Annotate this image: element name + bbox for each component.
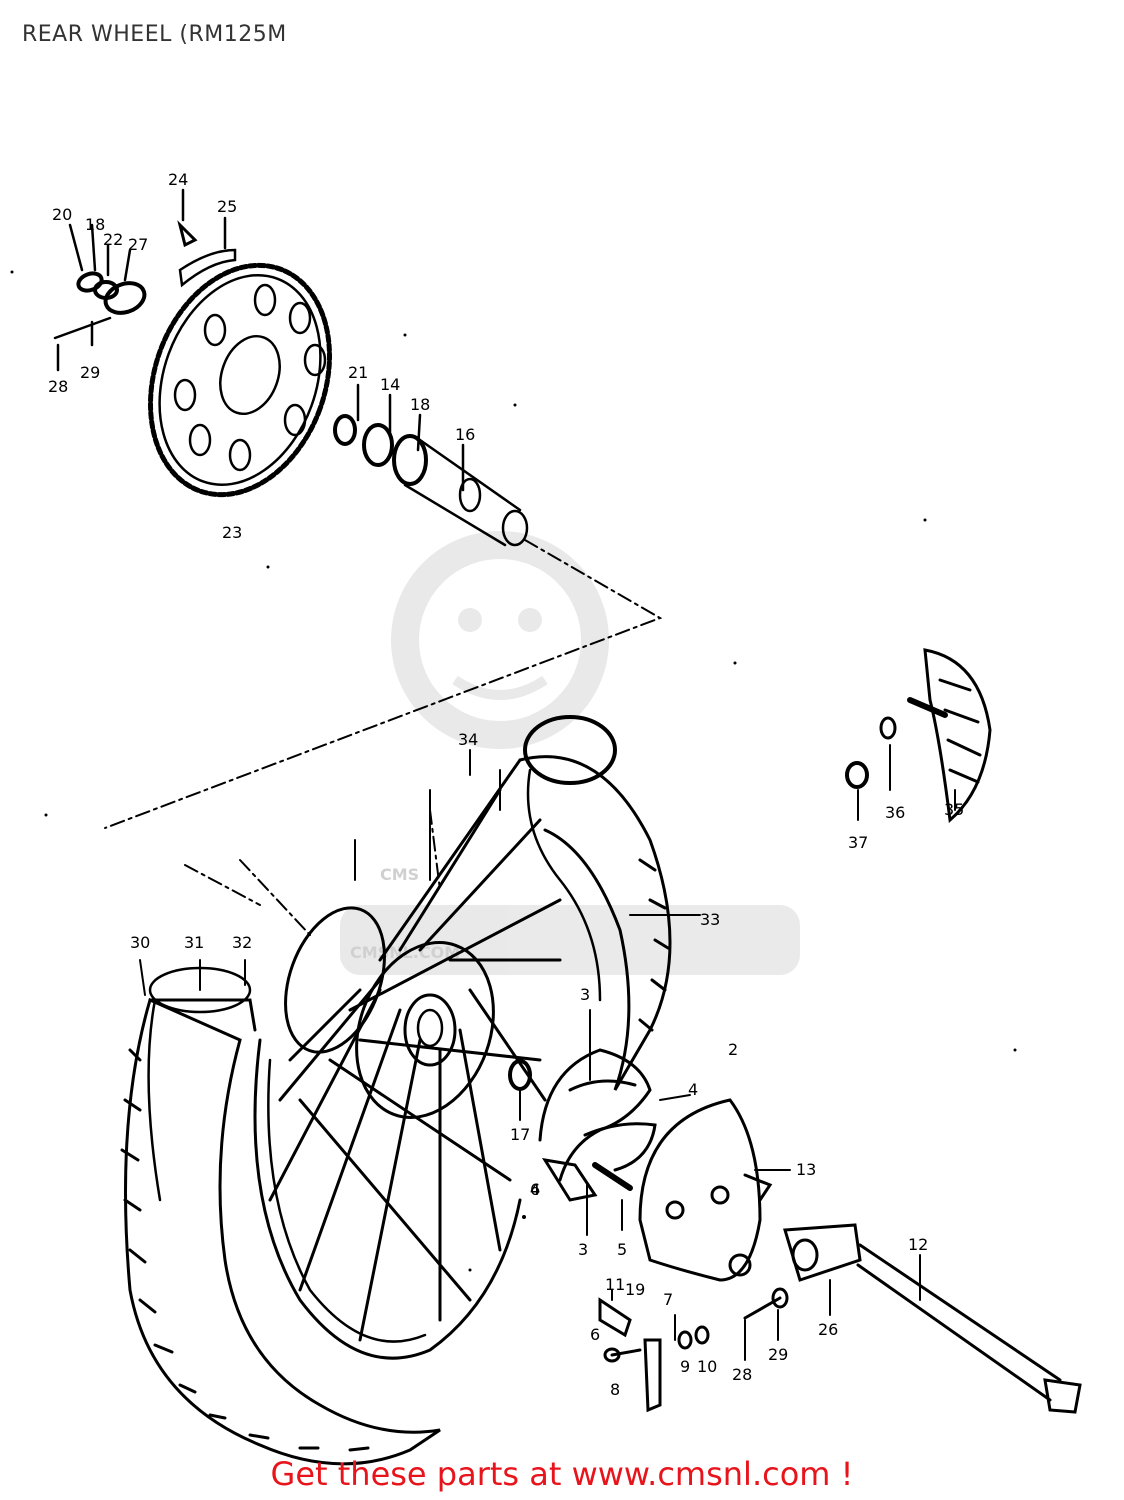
sprocket	[148, 262, 332, 498]
callout-4-top: 4	[688, 1080, 698, 1099]
callout-27: 27	[128, 235, 148, 254]
callout-10: 10	[697, 1357, 717, 1376]
leader-lines	[139, 744, 956, 1361]
callout-17: 17	[510, 1125, 530, 1144]
chain-guard	[845, 648, 992, 823]
callout-23: 23	[222, 523, 242, 542]
callout-12: 12	[908, 1235, 928, 1254]
callout-6-arm: 6	[590, 1325, 600, 1344]
callout-13: 13	[796, 1160, 816, 1179]
brake-cam	[541, 1157, 633, 1202]
callout-37: 37	[848, 833, 868, 852]
wheel-hub	[284, 906, 532, 1119]
callout-36: 36	[885, 803, 905, 822]
callout-32: 32	[232, 933, 252, 952]
sprocket-bolt-set	[53, 223, 147, 372]
callout-24: 24	[168, 170, 188, 189]
callout-14: 14	[380, 375, 400, 394]
footer-link[interactable]: www.cmsnl.com	[571, 1455, 831, 1493]
callout-34: 34	[458, 730, 478, 749]
callout-16: 16	[455, 425, 475, 444]
callout-35: 35	[944, 800, 964, 819]
callout-33: 33	[700, 910, 720, 929]
callout-22: 22	[103, 230, 123, 249]
callout-30: 30	[130, 933, 150, 952]
callout-28-bottom: 28	[732, 1365, 752, 1384]
callout-3-top: 3	[580, 985, 590, 1004]
callout-2: 2	[728, 1040, 738, 1059]
callout-8: 8	[610, 1380, 620, 1399]
brake-panel	[638, 1098, 773, 1282]
footer-prefix: Get these parts at	[270, 1455, 572, 1493]
callout-28-top: 28	[48, 377, 68, 396]
footer-suffix: !	[830, 1455, 854, 1493]
callout-7: 7	[663, 1290, 673, 1309]
callout-18-bolt: 18	[85, 215, 105, 234]
brake-arm-assembly	[598, 1297, 710, 1413]
scan-specks	[10, 270, 1017, 1272]
callout-4-bottom: 4	[530, 1180, 540, 1199]
callout-9: 9	[680, 1357, 690, 1376]
watermark-logo: CMS CMSNL.COM	[340, 531, 800, 975]
callout-5: 5	[617, 1240, 627, 1259]
callout-labels: 2 3 3 6 4 4 5 6 7 8 9 10 11 12 13 14 16 …	[48, 170, 964, 1399]
callout-20: 20	[52, 205, 72, 224]
callout-6: 6	[530, 1180, 540, 1199]
watermark-text: CMS	[380, 865, 419, 884]
page-title: REAR WHEEL (RM125M	[22, 22, 287, 47]
callout-18: 18	[410, 395, 430, 414]
callout-19: 19	[625, 1280, 645, 1299]
callout-25: 25	[217, 197, 237, 216]
callout-4-cam: 4	[530, 1180, 540, 1199]
rear-axle	[856, 1243, 1082, 1414]
footer-cta: Get these parts at www.cmsnl.com !	[0, 1455, 1124, 1493]
wheel-spokes	[268, 758, 562, 1342]
callout-29-top: 29	[80, 363, 100, 382]
rear-tire	[120, 755, 672, 1466]
callout-29-bottom: 29	[768, 1345, 788, 1364]
callout-31: 31	[184, 933, 204, 952]
inner-tube	[147, 715, 617, 1202]
callout-21: 21	[348, 363, 368, 382]
callout-26: 26	[818, 1320, 838, 1339]
chain-adjuster	[743, 1223, 862, 1320]
callout-3-bottom: 3	[578, 1240, 588, 1259]
sprocket-hub-collar	[333, 383, 529, 547]
callout-11: 11	[605, 1275, 625, 1294]
sprocket-lock-plate	[177, 188, 237, 288]
brake-shoes	[538, 1048, 657, 1182]
